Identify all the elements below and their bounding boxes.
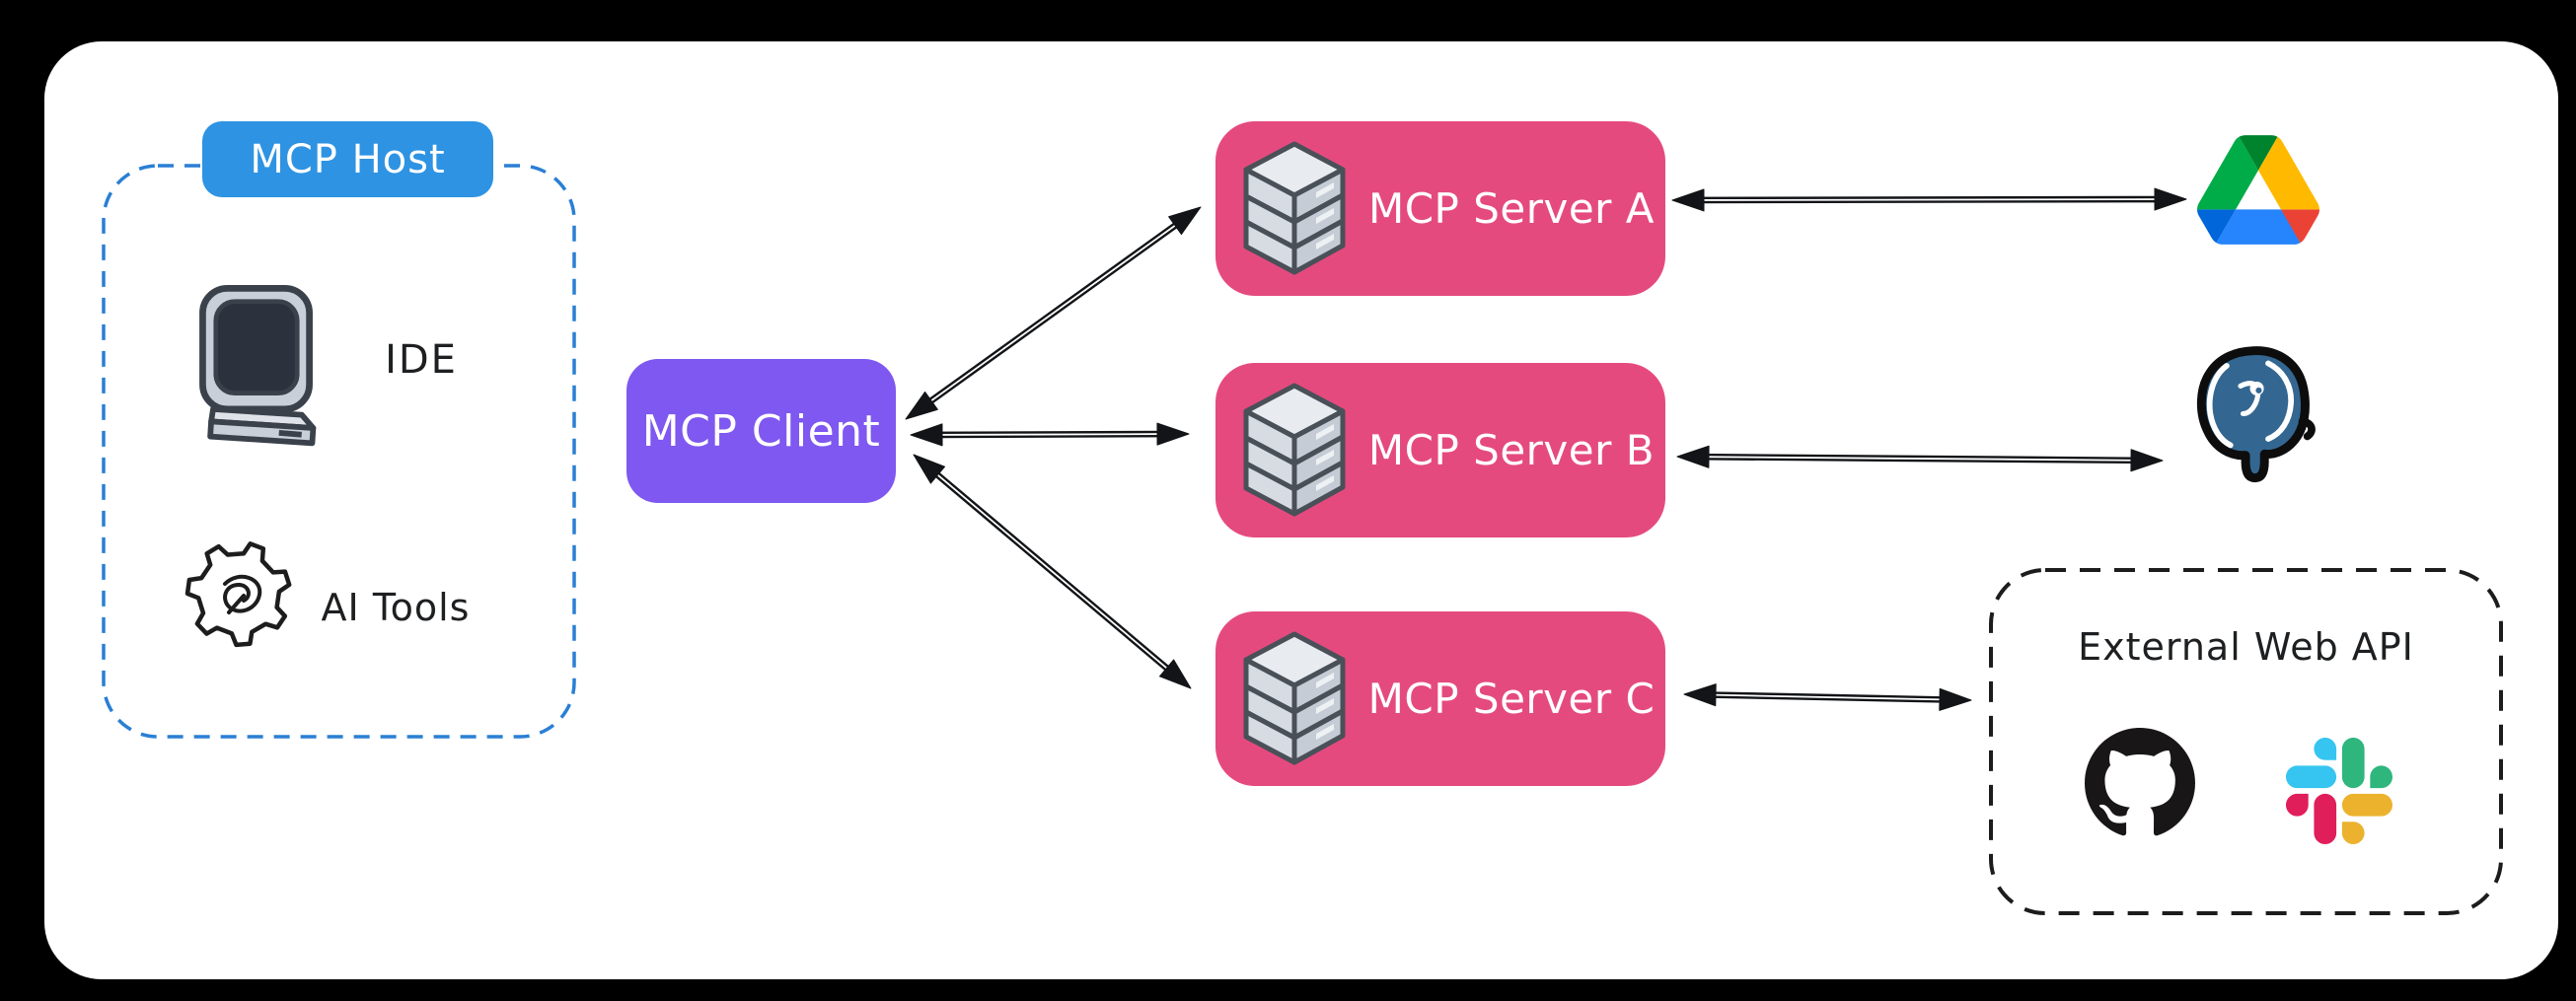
github-icon: [2085, 728, 2195, 836]
server-rack-icon: [1241, 383, 1348, 517]
ai-tools-label: AI Tools: [321, 586, 471, 629]
slack-icon: [2286, 738, 2392, 844]
mcp-host-badge: MCP Host: [202, 121, 493, 197]
mcp-host-group: IDE AI Tools: [104, 166, 574, 737]
gear-wrench-icon: [184, 541, 292, 648]
server-a-label: MCP Server A: [1367, 184, 1656, 233]
mcp-server-c-node: MCP Server C: [1215, 611, 1665, 786]
computer-icon: [199, 285, 317, 447]
server-c-label: MCP Server C: [1367, 675, 1656, 723]
mcp-client-node: MCP Client: [626, 359, 896, 503]
server-b-label: MCP Server B: [1367, 426, 1656, 474]
mcp-server-a-node: MCP Server A: [1215, 121, 1665, 296]
server-rack-icon: [1241, 631, 1348, 765]
google-drive-icon: [2197, 135, 2319, 245]
external-web-api-label: External Web API: [2078, 625, 2414, 669]
external-web-api-group: External Web API: [1991, 570, 2501, 913]
server-rack-icon: [1241, 141, 1348, 275]
mcp-server-b-node: MCP Server B: [1215, 363, 1665, 537]
ide-label: IDE: [385, 337, 458, 383]
postgresql-icon: [2196, 346, 2316, 483]
